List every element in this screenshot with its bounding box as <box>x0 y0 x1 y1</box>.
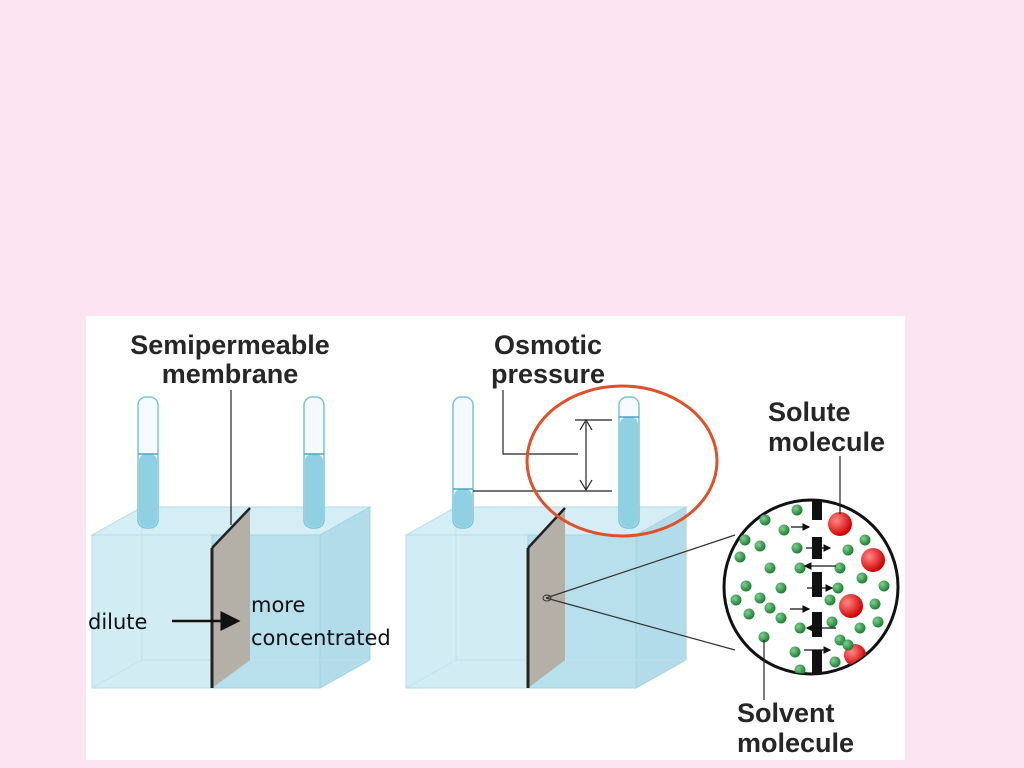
right-tank <box>404 390 736 689</box>
solvent-molecule-label-line2: molecule <box>737 728 854 758</box>
molecule-flow-arrows <box>790 523 836 654</box>
right-tank-tube-1 <box>452 396 474 529</box>
more-concentrated-label-line2: concentrated <box>251 626 391 650</box>
more-concentrated-label-line1: more <box>251 593 305 617</box>
semipermeable-membrane-label-line1: Semipermeable <box>130 330 330 360</box>
left-tank-tube-1 <box>137 396 159 529</box>
molecule-zoom-view <box>722 498 900 676</box>
osmotic-pressure-label-line2: pressure <box>491 359 605 389</box>
left-tank <box>90 390 372 689</box>
right-tank-tube-2 <box>618 396 640 529</box>
membrane-left <box>212 508 250 688</box>
osmotic-pressure-label-line1: Osmotic <box>494 330 602 360</box>
solute-molecule-label-line1: Solute <box>768 397 851 427</box>
dilute-label: dilute <box>88 610 147 634</box>
highlight-circle <box>525 384 719 538</box>
left-tank-tube-2 <box>303 396 325 529</box>
solute-molecule-label-line2: molecule <box>768 427 885 457</box>
osmotic-pressure-indicator <box>473 390 612 492</box>
solvent-molecule-label-line1: Solvent <box>737 698 835 728</box>
solvent-molecules <box>730 504 890 674</box>
semipermeable-membrane-label-line2: membrane <box>162 359 299 389</box>
